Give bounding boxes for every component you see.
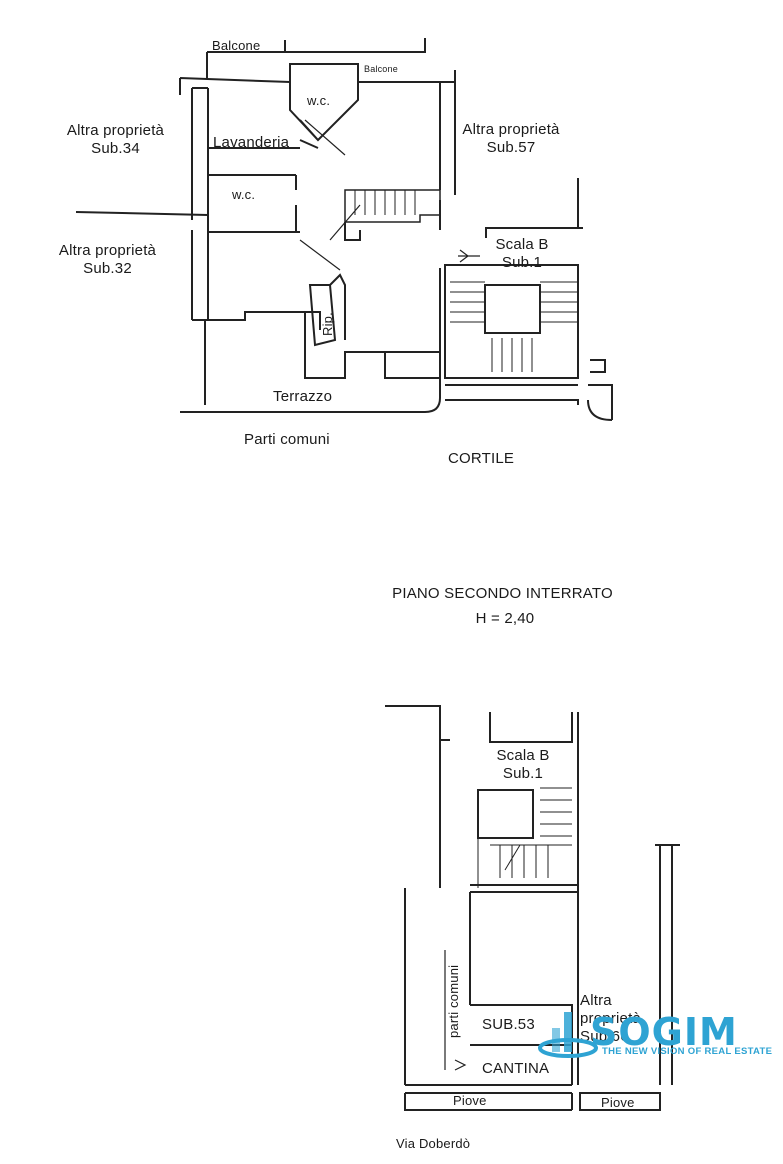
rip-closet	[308, 273, 346, 347]
lavanderia-wall	[208, 139, 319, 176]
wc-top-room	[289, 82, 359, 142]
left-wall-lower	[191, 230, 209, 320]
label-cortile: CORTILE	[448, 450, 515, 467]
altra-57-line2: Sub.57	[486, 139, 536, 156]
basement-left-wall	[404, 708, 441, 1085]
basement-height: H = 2,40	[475, 610, 535, 627]
basement-top	[385, 705, 450, 741]
label-lavanderia: Lavanderia	[213, 134, 290, 151]
scala-b-line1: Scala B	[495, 236, 549, 253]
balcony-wall	[206, 38, 426, 78]
altra-57-line1: Altra proprietà	[462, 121, 560, 138]
label-balcone: Balcone	[212, 38, 261, 53]
label-wc-left: w.c.	[232, 187, 256, 202]
label-wc-top: w.c.	[307, 93, 331, 108]
altra-66-line2: proprietà	[580, 1010, 642, 1027]
upper-top-wall	[179, 63, 456, 140]
right-far-wall	[655, 844, 680, 1085]
basement-title: PIANO SECONDO INTERRATO	[392, 585, 613, 602]
wc-left-walls	[207, 175, 300, 233]
label-cantina: CANTINA	[482, 1060, 550, 1077]
label-altra-66: Altra proprietà Sub.66	[580, 992, 641, 1046]
label-rip: Rip.	[320, 312, 335, 336]
label-piove-left: Piove	[453, 1093, 487, 1108]
cantina-walls	[469, 892, 579, 1085]
label-altra-32: Altra proprietà Sub.32	[50, 242, 165, 278]
label-terrazzo: Terrazzo	[273, 388, 333, 405]
scala-b-box	[444, 264, 579, 379]
label-sub53: SUB.53	[482, 1016, 535, 1033]
terrazzo-floor	[180, 378, 441, 413]
label-via-doberdo: Via Doberdò	[396, 1136, 471, 1151]
altra-34-line1: Altra proprietà	[66, 122, 165, 139]
basement-bottom	[404, 1084, 573, 1111]
scala-b-basement-line2: Sub.1	[502, 765, 544, 782]
basement-stair-core	[489, 712, 579, 885]
sub34-divider	[75, 211, 209, 216]
logo-tagline: THE NEW VISION OF REAL ESTATE	[602, 1046, 773, 1057]
altra-66-line3: Sub.66	[580, 1028, 629, 1045]
sogim-logo-mark	[538, 1012, 598, 1058]
left-outer-wall	[191, 87, 209, 220]
corridor-bottom	[304, 312, 440, 379]
label-balcone-small: Balcone	[364, 64, 398, 74]
sogim-logo: SOGIM THE NEW VISION OF REAL ESTATE	[538, 1010, 774, 1062]
altra-32-line1: Altra proprietà	[58, 242, 157, 259]
mid-walls	[192, 232, 321, 330]
altra-34-line2: Sub.34	[91, 140, 140, 157]
label-altra-34: Altra proprietà Sub.34	[58, 122, 173, 158]
logo-wordmark: SOGIM	[590, 1010, 738, 1054]
scala-b-basement-line1: Scala B	[496, 747, 550, 764]
right-room-bottom	[384, 268, 441, 379]
scala-b-line2: Sub.1	[501, 254, 543, 271]
label-parti-comuni-basement: parti comuni	[446, 964, 461, 1038]
altra-66-line1: Altra	[580, 992, 612, 1009]
label-scala-b: Scala B Sub.1	[487, 236, 557, 272]
label-piove-right: Piove	[601, 1095, 635, 1110]
label-scala-b-basement: Scala B Sub.1	[488, 747, 558, 783]
label-parti-comuni: Parti comuni	[244, 431, 330, 448]
altra-32-line2: Sub.32	[83, 260, 132, 277]
label-altra-57: Altra proprietà Sub.57	[452, 121, 570, 157]
